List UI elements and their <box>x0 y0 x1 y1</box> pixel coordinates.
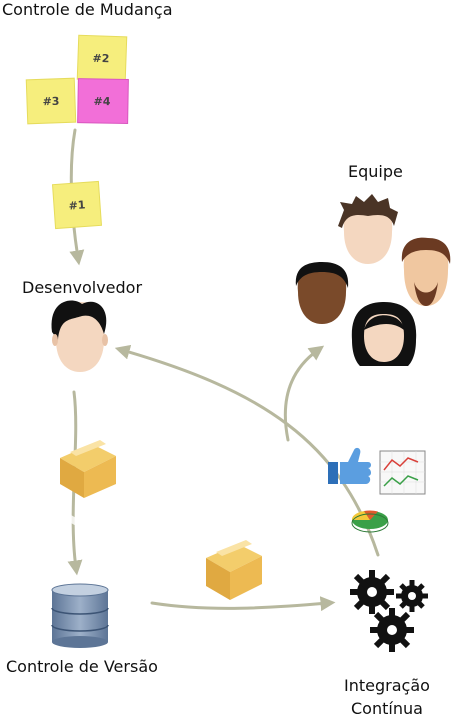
developer-label: Desenvolvedor <box>22 278 143 297</box>
ci-label-line2: Contínua <box>351 699 423 718</box>
change-control-notes: #2 #3 #4 #1 <box>25 34 129 230</box>
gears-icon <box>350 570 428 652</box>
database-icon <box>51 583 109 648</box>
package-box-icon-2 <box>206 540 262 600</box>
developer-avatar-icon <box>51 300 108 372</box>
pie-chart-icon <box>351 510 389 533</box>
sticky-note-1-label: #1 <box>68 198 86 212</box>
version-control-label: Controle de Versão <box>6 657 158 676</box>
arrow-ci-to-developer <box>114 344 380 557</box>
package-box-icon <box>60 440 116 528</box>
team-member-icon-4 <box>351 302 417 366</box>
ci-label-line1: Integração <box>344 676 430 695</box>
sticky-note-3-label: #3 <box>42 95 59 109</box>
thumbs-up-icon <box>328 447 371 484</box>
line-chart-icon <box>379 450 426 495</box>
team-member-icon-2 <box>401 237 451 306</box>
arrow-ci-to-team <box>283 345 325 442</box>
arrow-version-to-ci <box>150 596 336 612</box>
sticky-note-4-label: #4 <box>93 95 110 108</box>
sticky-note-2-label: #2 <box>92 52 109 66</box>
flow-arrows <box>67 128 380 612</box>
sticky-note-4: #4 <box>77 78 129 124</box>
team-member-icon-1 <box>338 194 398 264</box>
change-control-label: Controle de Mudança <box>2 0 173 19</box>
team-member-icon-3 <box>295 262 349 324</box>
sticky-note-3: #3 <box>25 77 77 125</box>
sticky-note-1: #1 <box>51 180 103 230</box>
sticky-note-2: #2 <box>76 34 128 82</box>
team-label: Equipe <box>348 162 403 181</box>
